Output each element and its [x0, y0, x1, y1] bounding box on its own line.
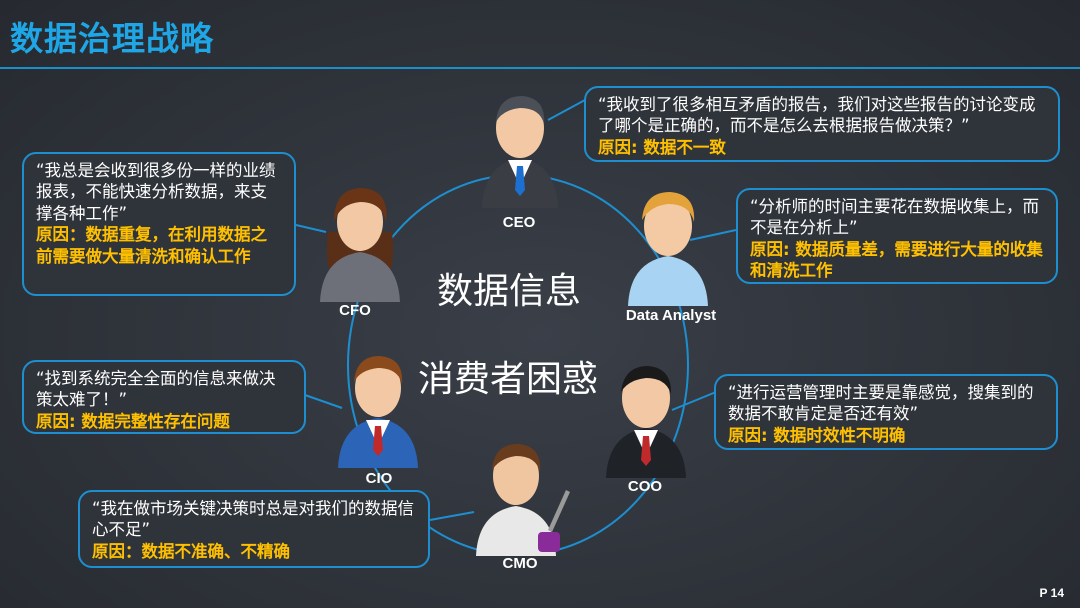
ceo-avatar-icon	[482, 96, 558, 208]
cio-reason: 原因: 数据完整性存在问题	[36, 411, 230, 431]
analyst-quote-bubble: “分析师的时间主要花在数据收集上，而不是在分析上” 原因: 数据质量差，需要进行…	[736, 188, 1058, 284]
coo-avatar-icon	[606, 366, 686, 478]
analyst-quote: “分析师的时间主要花在数据收集上，而不是在分析上”	[750, 197, 1040, 238]
ceo-reason: 原因: 数据不一致	[598, 137, 726, 157]
cio-avatar-icon	[338, 356, 418, 468]
coo-quote: “进行运营管理时主要是靠感觉，搜集到的数据不敢肯定是否还有效”	[728, 383, 1034, 424]
cfo-label: CFO	[339, 302, 371, 319]
cfo-quote-bubble: “我总是会收到很多份一样的业绩报表，不能快速分析数据，来支撑各种工作” 原因：数…	[22, 152, 296, 296]
cfo-quote: “我总是会收到很多份一样的业绩报表，不能快速分析数据，来支撑各种工作”	[36, 161, 276, 223]
cmo-reason: 原因：数据不准确、不精确	[92, 541, 290, 561]
page-number: P 14	[1039, 586, 1064, 600]
cmo-quote-bubble: “我在做市场关键决策时总是对我们的数据信心不足” 原因：数据不准确、不精确	[78, 490, 430, 568]
cmo-avatar-icon	[476, 444, 570, 556]
coo-reason: 原因: 数据时效性不明确	[728, 425, 906, 445]
cfo-reason: 原因：数据重复，在利用数据之前需要做大量清洗和确认工作	[36, 225, 267, 266]
analyst-label: Data Analyst	[625, 307, 717, 324]
ceo-label: CEO	[502, 214, 536, 231]
analyst-avatar-icon	[628, 192, 708, 306]
cmo-label: CMO	[502, 555, 538, 572]
analyst-reason: 原因: 数据质量差，需要进行大量的收集和清洗工作	[750, 239, 1043, 281]
coo-label: COO	[627, 478, 663, 495]
center-label-info: 数据信息	[437, 271, 582, 312]
title-divider	[0, 67, 1080, 69]
page-title: 数据治理战略	[10, 19, 214, 58]
center-label-confusion: 消费者困惑	[418, 359, 599, 400]
ceo-quote-bubble: “我收到了很多相互矛盾的报告，我们对这些报告的讨论变成了哪个是正确的，而不是怎么…	[584, 86, 1060, 162]
coo-quote-bubble: “进行运营管理时主要是靠感觉，搜集到的数据不敢肯定是否还有效” 原因: 数据时效…	[714, 374, 1058, 450]
cio-quote: “找到系统完全全面的信息来做决策太难了！”	[36, 369, 276, 410]
cio-label: CIO	[365, 470, 393, 487]
cfo-avatar-icon	[320, 188, 400, 302]
cmo-quote: “我在做市场关键决策时总是对我们的数据信心不足”	[92, 499, 415, 540]
ceo-quote: “我收到了很多相互矛盾的报告，我们对这些报告的讨论变成了哪个是正确的，而不是怎么…	[598, 95, 1036, 136]
cio-quote-bubble: “找到系统完全全面的信息来做决策太难了！” 原因: 数据完整性存在问题	[22, 360, 306, 434]
